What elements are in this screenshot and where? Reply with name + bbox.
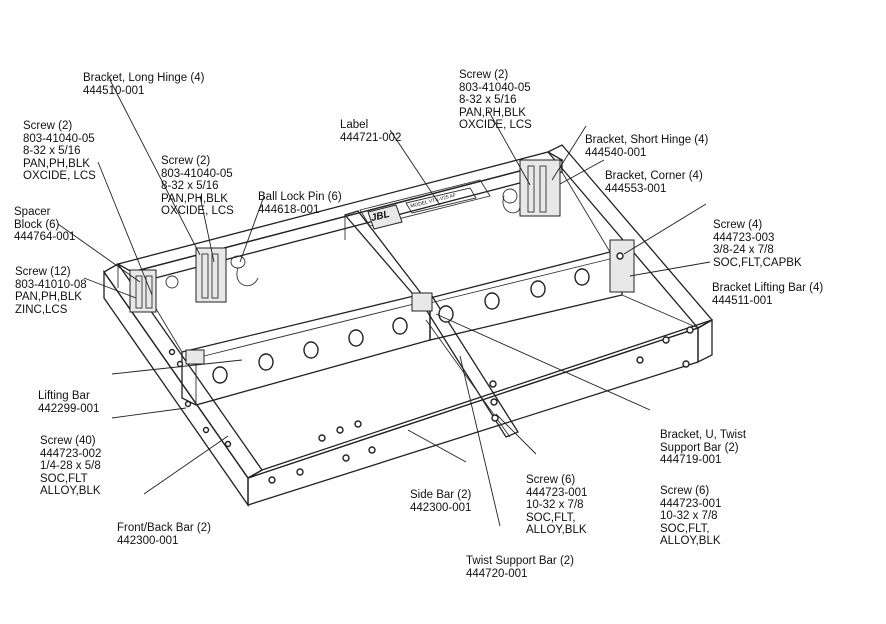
label-bracket-lifting-bar: Bracket Lifting Bar (4)444511-001	[712, 282, 824, 307]
label-ball-lock-pin: Ball Lock Pin (6)444618-001	[258, 191, 342, 216]
label-bracket-short-hinge: Bracket, Short Hinge (4)444540-001	[585, 134, 709, 159]
leader-lines	[57, 79, 711, 527]
label-side-bar: Side Bar (2)442300-001	[410, 489, 472, 514]
ball-lock-pins	[165, 188, 624, 289]
label-bracket-corner: Bracket, Corner (4)444553-001	[605, 170, 703, 195]
side-bar-screws	[168, 326, 694, 484]
lifting-bar-holes	[212, 268, 590, 384]
label-twist-support-bar: Twist Support Bar (2)444720-001	[466, 555, 575, 580]
hinge-brackets	[129, 159, 635, 365]
label-front-back-bar: Front/Back Bar (2)442300-001	[117, 522, 211, 547]
label-bracket-long-hinge: Bracket, Long Hinge (4)444510-001	[83, 72, 205, 97]
